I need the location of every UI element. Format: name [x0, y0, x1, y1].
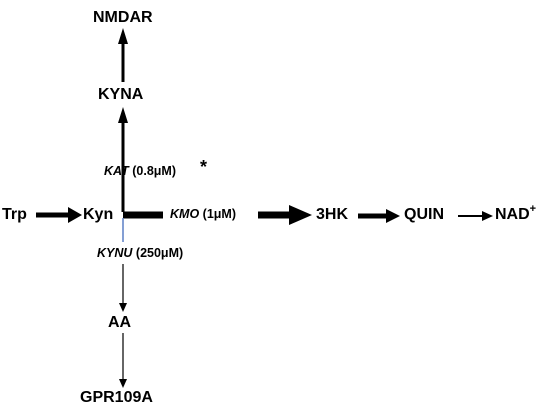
node-aa: AA	[108, 314, 132, 331]
enzyme-kat-name: KAT	[104, 164, 129, 178]
enzyme-kmo-name: KMO	[170, 207, 200, 221]
arrowhead-kyn	[68, 207, 82, 223]
node-nad-text: NAD	[495, 206, 530, 223]
arrowhead-kyna	[118, 107, 128, 123]
enzyme-kmo-km: (1μM)	[202, 207, 236, 221]
node-trp: Trp	[2, 206, 27, 223]
arrowhead-quin	[386, 209, 400, 223]
enzyme-kynu-label: KYNU (250μM)	[97, 247, 183, 260]
node-3hk: 3HK	[316, 206, 349, 223]
node-nad-superscript: +	[529, 203, 537, 215]
node-nad: NAD+	[495, 204, 536, 223]
node-gpr109a: GPR109A	[80, 389, 153, 406]
node-nmdar: NMDAR	[93, 9, 153, 26]
arrowhead-nad	[482, 211, 493, 221]
enzyme-kmo-label: KMO (1μM)	[170, 208, 236, 221]
arrowhead-aa	[119, 303, 127, 312]
arrowhead-nmdar	[118, 28, 128, 44]
node-quin: QUIN	[404, 206, 444, 223]
enzyme-kat-label: KAT (0.8μM)	[104, 165, 176, 178]
arrowhead-3hk	[289, 205, 312, 225]
enzyme-kynu-km: (250μM)	[135, 246, 184, 260]
arrowhead-gpr	[119, 379, 127, 388]
node-kyna: KYNA	[98, 86, 144, 103]
enzyme-kynu-name: KYNU	[97, 246, 133, 260]
kat-significance-mark: *	[200, 157, 208, 177]
node-kyn: Kyn	[83, 206, 114, 223]
enzyme-kat-km: (0.8μM)	[132, 164, 177, 178]
